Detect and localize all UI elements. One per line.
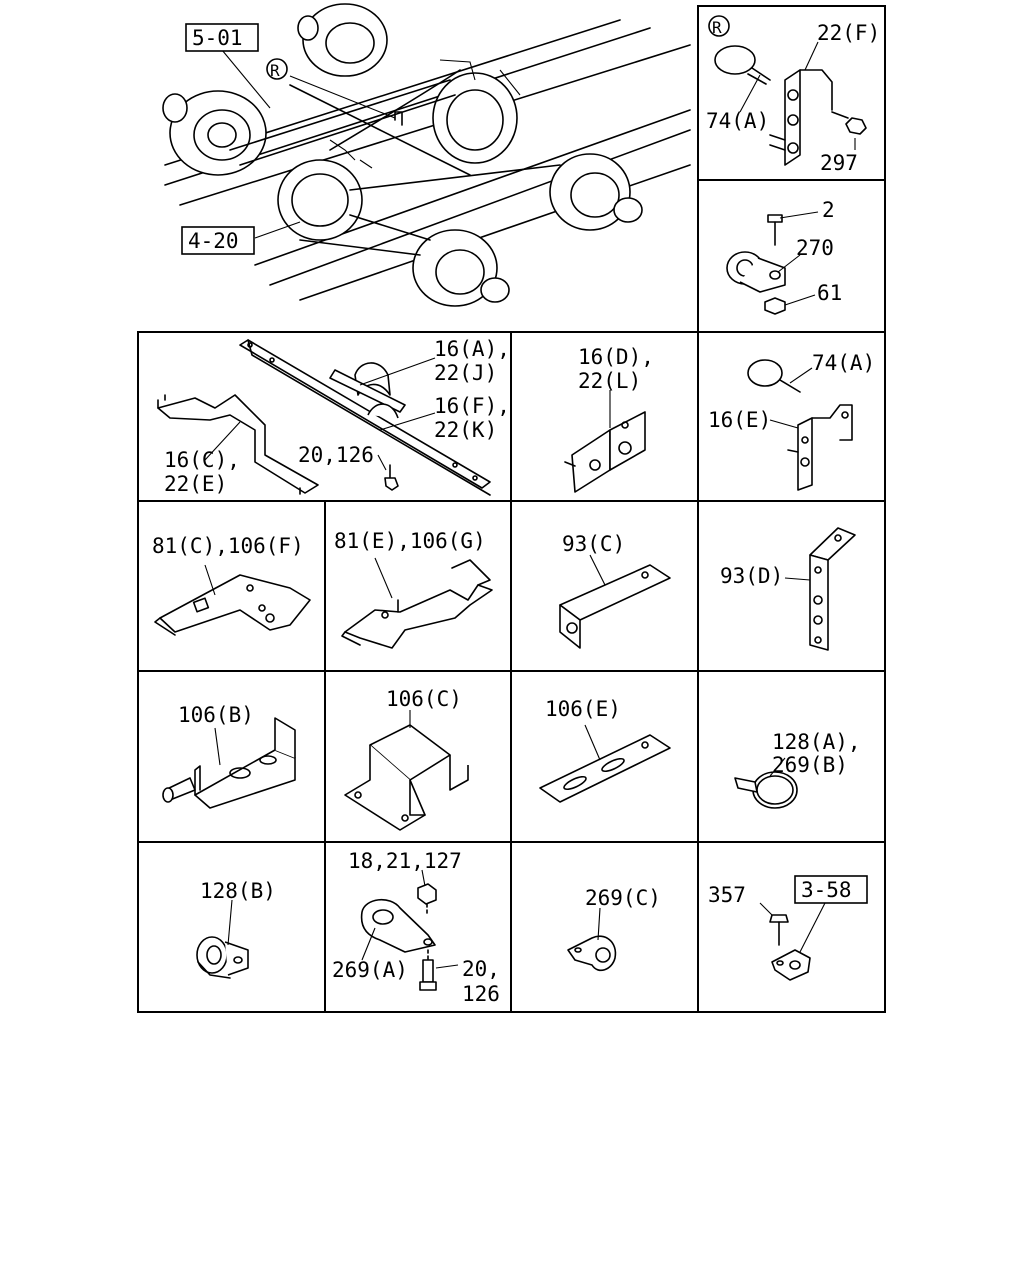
cell-clip-269c	[567, 907, 617, 972]
label-16a: 16(A),	[434, 337, 510, 361]
label-357: 357	[708, 883, 746, 907]
band-clamp-shape	[714, 45, 756, 75]
label-269a: 269(A)	[332, 958, 408, 982]
label-74a-top: 74(A)	[706, 109, 769, 133]
cell-bracket-93c	[559, 554, 671, 649]
label-2: 2	[822, 198, 835, 222]
cell-bracket-106b	[162, 717, 296, 809]
cell-bracket-106e	[539, 724, 671, 803]
label-18-21-127: 18,21,127	[348, 849, 462, 873]
label-61: 61	[817, 281, 842, 305]
label-74a-mid: 74(A)	[812, 351, 875, 375]
cell-bracket-81e	[341, 557, 493, 649]
label-16f: 16(F),	[434, 394, 510, 418]
cell-bracket-106c	[344, 710, 469, 831]
ref-4-20-label: 4-20	[188, 229, 239, 253]
label-93c: 93(C)	[562, 532, 625, 556]
axle-assembly-drawing	[162, 3, 691, 307]
r-marker-main-circle	[266, 58, 288, 80]
cell-bracket-16e	[747, 359, 853, 491]
cell-bracket-93d	[784, 527, 856, 651]
label-297: 297	[820, 151, 858, 175]
cell-bracket-81c	[154, 564, 311, 636]
label-128b: 128(B)	[200, 879, 276, 903]
label-269c: 269(C)	[585, 886, 661, 910]
cell-r-detail: R	[708, 15, 867, 166]
ref-5-01-label: 5-01	[192, 26, 243, 50]
label-20-126: 20,126	[298, 443, 374, 467]
label-106c: 106(C)	[386, 687, 462, 711]
label-81c-106f: 81(C),106(F)	[152, 534, 304, 558]
label-22l: 22(L)	[578, 369, 641, 393]
cell-brackets-16	[157, 339, 491, 496]
cell-clamp-269a	[360, 869, 459, 991]
label-16d: 16(D),	[578, 345, 654, 369]
cell-clip-270	[726, 211, 819, 315]
label-16c: 16(C),	[164, 448, 240, 472]
grid-frame	[137, 5, 886, 1013]
label-128a: 128(A),	[772, 730, 861, 754]
ref-box-5-01	[185, 23, 259, 52]
label-93d: 93(D)	[720, 564, 783, 588]
cell-clip-128b	[196, 899, 249, 979]
label-22j: 22(J)	[434, 361, 497, 385]
label-106b: 106(B)	[178, 703, 254, 727]
ref-3-58-label: 3-58	[801, 878, 852, 902]
cell-clamp-128a	[734, 757, 798, 809]
label-22e: 22(E)	[164, 472, 227, 496]
label-270: 270	[796, 236, 834, 260]
ref-box-4-20	[181, 226, 255, 255]
label-22k: 22(K)	[434, 418, 497, 442]
cell-bracket-16d	[564, 390, 646, 493]
label-81e-106g: 81(E),106(G)	[334, 529, 486, 553]
label-106e: 106(E)	[545, 697, 621, 721]
label-22f: 22(F)	[817, 21, 880, 45]
cell-clip-357	[759, 902, 826, 981]
label-126-b: 126	[462, 982, 500, 1006]
ref-box-3-58	[794, 875, 868, 904]
label-20-b: 20,	[462, 957, 500, 981]
label-269b: 269(B)	[772, 753, 848, 777]
label-16e: 16(E)	[708, 408, 771, 432]
r-marker-main: R	[270, 61, 280, 80]
r-marker-detail: R	[712, 18, 722, 37]
nut-297-shape	[845, 117, 867, 135]
